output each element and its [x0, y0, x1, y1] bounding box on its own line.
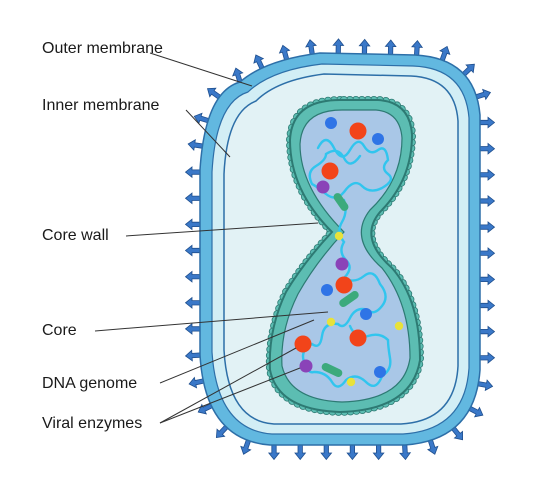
core — [281, 109, 411, 403]
particle-blue — [325, 117, 337, 129]
viral-enzyme-red — [349, 329, 367, 347]
particle-blue — [321, 284, 333, 296]
viral-enzyme-red — [335, 276, 353, 294]
core-label: Core — [42, 322, 77, 339]
particle-green — [333, 193, 349, 211]
particle-yellow — [334, 231, 344, 241]
particle-green — [321, 363, 343, 377]
viral-enzyme-red — [349, 122, 367, 140]
leader-core — [94, 311, 329, 332]
viral-enzyme-purple — [299, 359, 313, 373]
leader-core-wall — [125, 222, 319, 237]
particle-yellow — [394, 321, 404, 331]
dna-genome-label: DNA genome — [42, 375, 137, 392]
leader-viral-enzymes-1 — [159, 347, 297, 424]
leader-inner-membrane — [185, 109, 231, 158]
particle-yellow — [326, 317, 336, 327]
dna-genome — [301, 138, 393, 388]
leader-outer-membrane — [149, 52, 253, 87]
viral-enzyme-red — [294, 335, 312, 353]
particle-yellow — [346, 377, 356, 387]
particle-blue — [360, 308, 372, 320]
particle-blue — [374, 366, 386, 378]
particle-blue — [372, 133, 384, 145]
viral-enzyme-red — [321, 162, 339, 180]
particle-purple — [335, 257, 349, 271]
leader-lines — [94, 52, 329, 424]
viral-enzymes-label: Viral enzymes — [42, 415, 142, 432]
leader-viral-enzymes-2 — [159, 367, 301, 424]
particle-purple — [316, 180, 330, 194]
outer-membrane-label: Outer membrane — [42, 40, 163, 57]
core-particles — [294, 117, 404, 387]
particle-green — [339, 290, 359, 308]
core-wall-label: Core wall — [42, 227, 109, 244]
leader-dna-genome — [159, 319, 315, 384]
inner-membrane-label: Inner membrane — [42, 97, 159, 114]
